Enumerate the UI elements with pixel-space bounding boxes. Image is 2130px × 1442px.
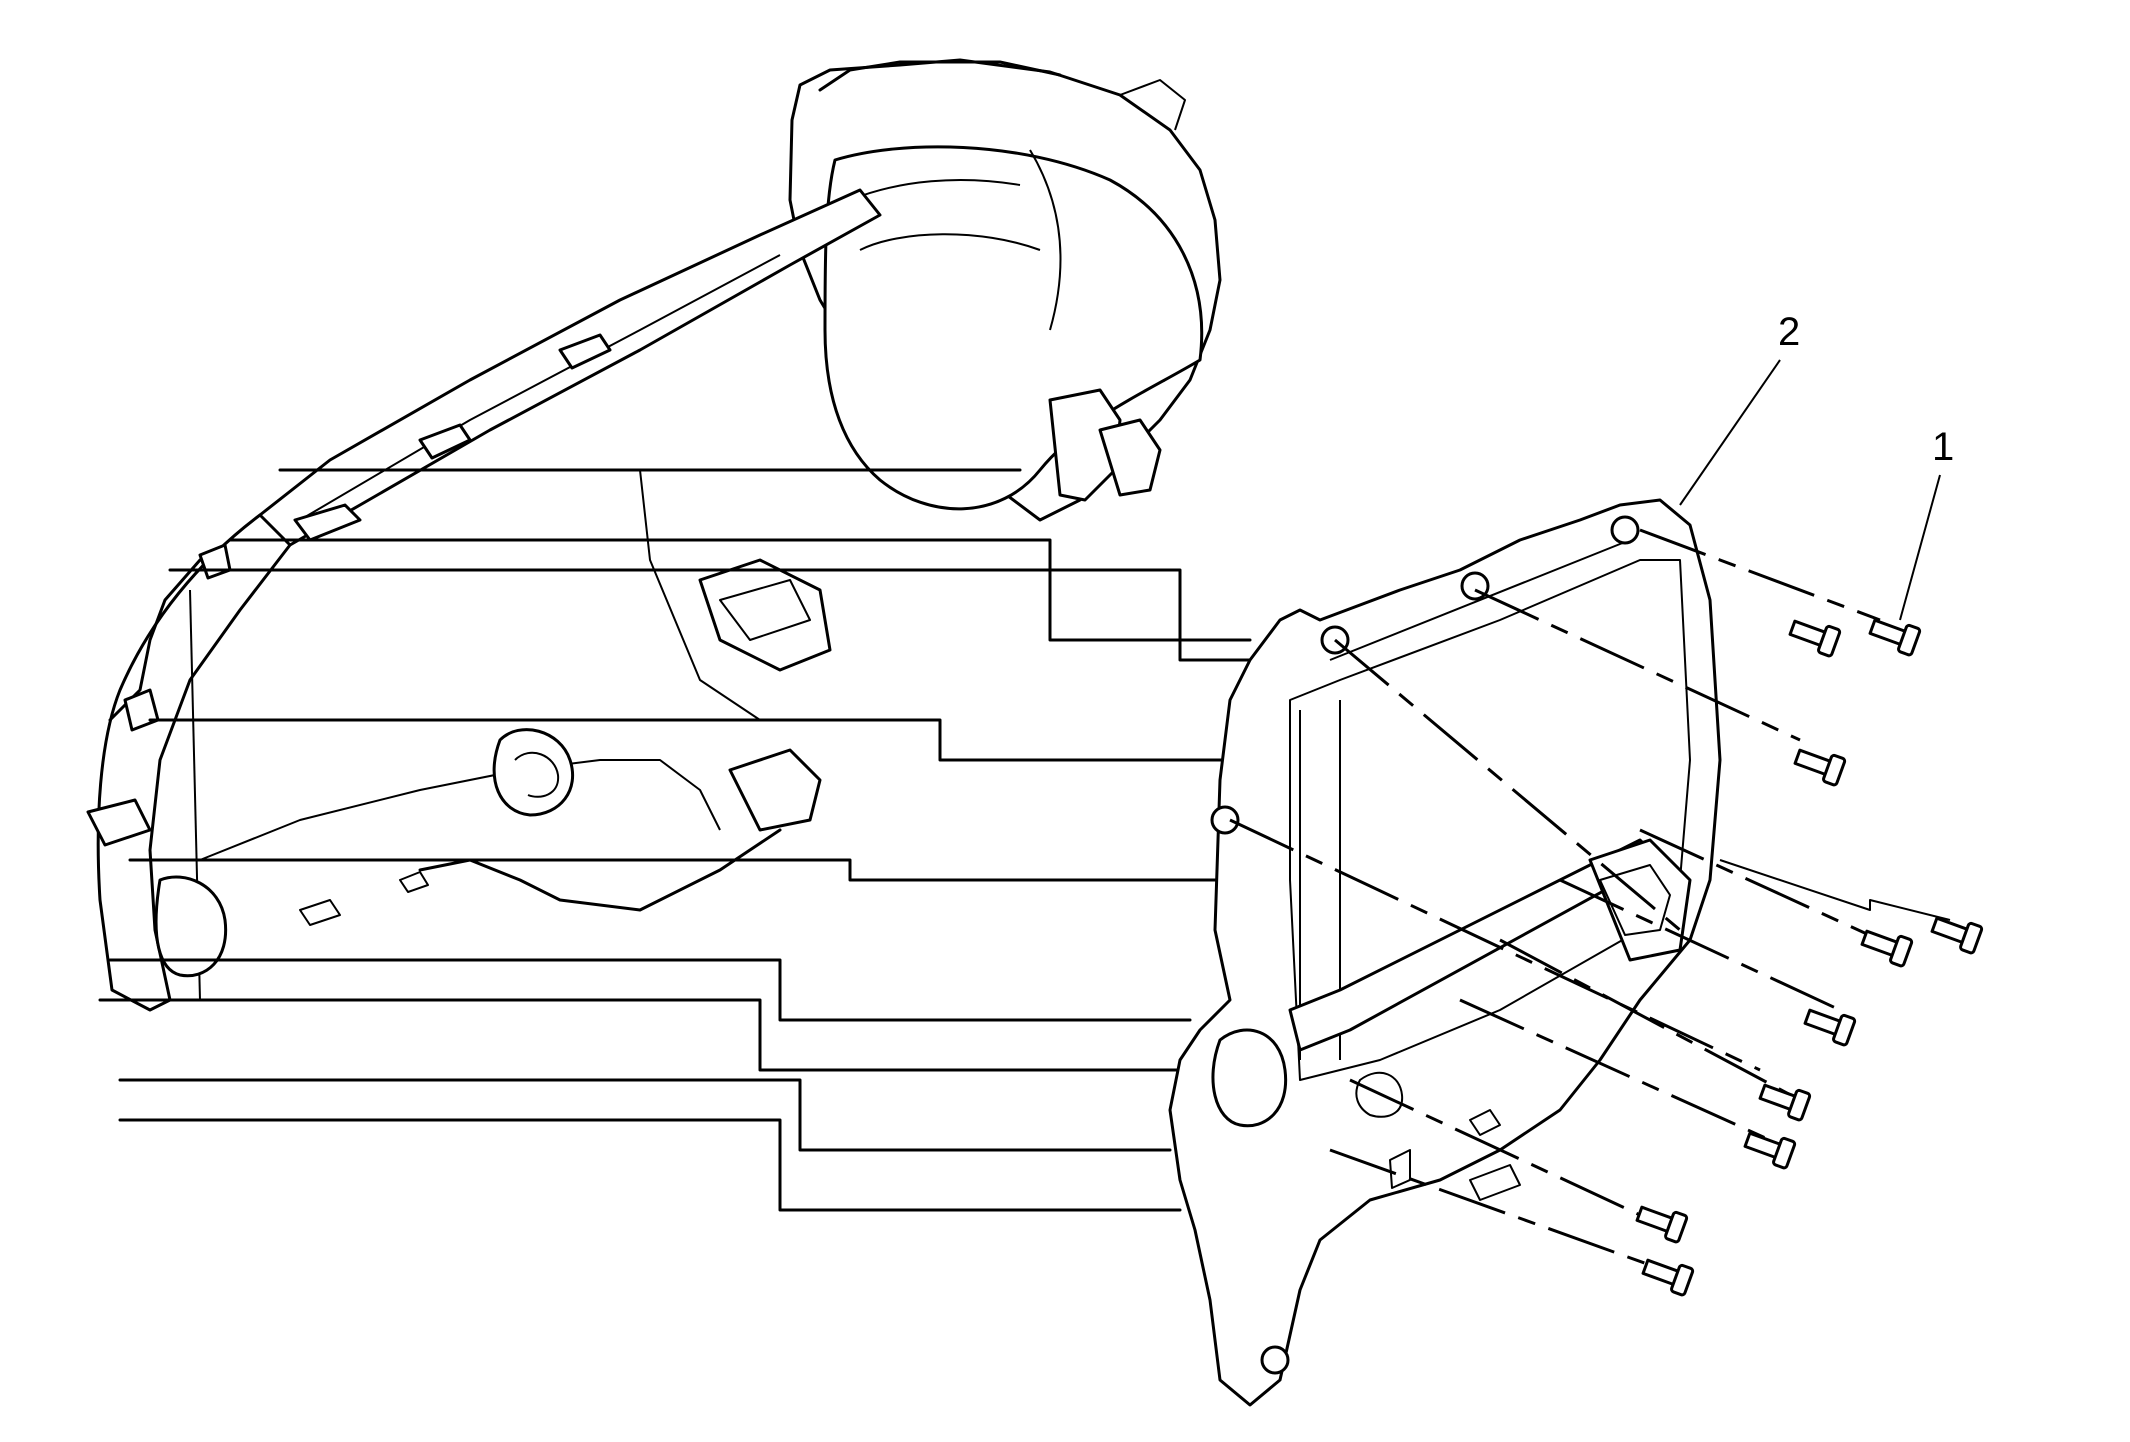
lower-panel-bracket xyxy=(154,469,832,1001)
bolt-8 xyxy=(1743,1131,1797,1170)
bolt-4 xyxy=(1930,916,1984,955)
callout-1-leader xyxy=(1899,474,1941,621)
bolts xyxy=(1635,618,1984,1297)
callout-1: 1 xyxy=(1899,425,1954,621)
mounting-hole-left xyxy=(1210,805,1240,835)
callout-2: 2 xyxy=(1679,310,1800,506)
mounting-hole-upper-right xyxy=(1610,515,1640,545)
bolt-6 xyxy=(1803,1008,1857,1047)
bolt-1 xyxy=(1868,618,1922,657)
bolt-3 xyxy=(1793,748,1847,787)
fastener-axis-lines xyxy=(1229,528,1951,1267)
center-stack-bezel xyxy=(1168,498,1722,1407)
bolt-5 xyxy=(1860,929,1914,968)
assembly-guide-lines xyxy=(98,468,1292,1212)
bolt-2 xyxy=(1788,619,1842,658)
bolt-7 xyxy=(1758,1083,1812,1122)
callout-1-label: 1 xyxy=(1932,425,1954,469)
mounting-hole-bottom xyxy=(1260,1345,1290,1375)
bolt-9 xyxy=(1635,1205,1689,1244)
callout-2-label: 2 xyxy=(1778,310,1800,354)
bolt-10 xyxy=(1641,1258,1695,1297)
callout-2-leader xyxy=(1679,359,1781,506)
instrument-panel-upper-hood xyxy=(788,58,1222,522)
